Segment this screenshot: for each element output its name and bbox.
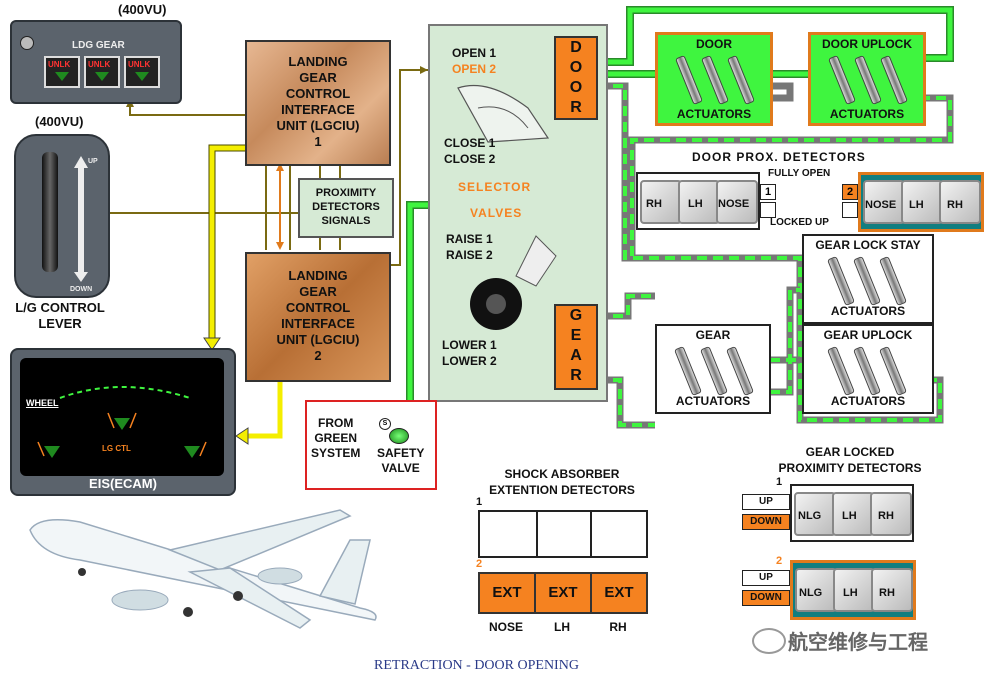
leg-nose-label: NOSE: [488, 620, 523, 634]
gear-lock-stay-sub: ACTUATORS: [830, 304, 906, 318]
lgciu-2-label: LANDING GEAR CONTROL INTERFACE UNIT (LGC…: [276, 268, 360, 363]
valves-title: VALVES: [470, 206, 523, 220]
up-label-2: UP: [742, 570, 790, 586]
gear-uplock-sub: ACTUATORS: [830, 394, 906, 408]
safety-valve-icon: [389, 428, 409, 444]
gear-valve-illustration: [470, 235, 557, 330]
shock-set-1: [478, 510, 648, 558]
up-label-1: UP: [742, 494, 790, 510]
gear-locked-num-2: 2: [776, 555, 783, 567]
door-prox-set-1: RH LH NOSE: [636, 172, 760, 230]
gear-uplock-title: GEAR UPLOCK: [823, 328, 913, 342]
lower-1-label: LOWER 1: [442, 338, 497, 352]
shock-absorber-title: SHOCK ABSORBER EXTENTION DETECTORS: [489, 467, 635, 497]
door-uplock-actuators-box: DOOR UPLOCK ACTUATORS: [808, 32, 926, 126]
gear-uplock-actuators-box: GEAR UPLOCK ACTUATORS: [802, 324, 934, 414]
lg-lever-caption: L/G CONTROL LEVER: [15, 300, 105, 331]
lever-track-up-arrow-icon: [74, 156, 88, 168]
gear-down-triangle-icon: [135, 72, 149, 81]
gear-locked-set-2: NLG LH RH: [790, 560, 916, 620]
door-prox-check-1: [760, 202, 776, 218]
open-1-label: OPEN 1: [452, 46, 497, 60]
gear-actuators-title: GEAR: [695, 328, 731, 342]
unlk-indicator-2: UNLK: [84, 56, 120, 88]
screw-icon: [20, 36, 34, 50]
lever-track-down-arrow-icon: [74, 272, 88, 282]
ext-lh: EXT: [534, 572, 592, 614]
ldg-gear-title: LDG GEAR: [72, 40, 125, 51]
locked-up-label: LOCKED UP: [770, 217, 829, 228]
raise-2-label: RAISE 2: [446, 248, 493, 262]
door-selector-box: D O O R: [554, 36, 598, 120]
down-label-1: DOWN: [742, 514, 790, 530]
unlk-indicator-3: UNLK: [124, 56, 160, 88]
diagram-caption: RETRACTION - DOOR OPENING: [374, 658, 579, 673]
door-uplock-sub: ACTUATORS: [829, 107, 905, 121]
proximity-signals-box: PROXIMITY DETECTORS SIGNALS: [298, 178, 394, 238]
gear-lock-stay-box: GEAR LOCK STAY ACTUATORS: [802, 234, 934, 324]
gear-actuators-sub: ACTUATORS: [675, 394, 751, 408]
gear-actuators-box: GEAR ACTUATORS: [655, 324, 771, 414]
gear-lock-stay-title: GEAR LOCK STAY: [815, 238, 921, 252]
door-uplock-title: DOOR UPLOCK: [822, 37, 912, 51]
door-actuators-title: DOOR: [696, 37, 732, 51]
gear-down-triangle-icon: [95, 72, 109, 81]
aircraft-illustration: [29, 509, 377, 629]
gear-locked-title: GEAR LOCKED PROXIMITY DETECTORS: [778, 445, 922, 475]
shock-num-1: 1: [476, 496, 483, 508]
from-green-system-label: FROM GREEN SYSTEM: [311, 416, 361, 460]
safety-valve-label: SAFETY VALVE: [377, 446, 425, 475]
leg-lh-label: LH: [554, 620, 570, 634]
lgciu-1: LANDING GEAR CONTROL INTERFACE UNIT (LGC…: [245, 40, 391, 166]
close-1-label: CLOSE 1: [444, 136, 496, 150]
lgciu-1-label: LANDING GEAR CONTROL INTERFACE UNIT (LGC…: [276, 54, 360, 149]
ext-rh: EXT: [590, 572, 648, 614]
raise-1-label: RAISE 1: [446, 232, 493, 246]
panel-tag-lever: (400VU): [35, 114, 84, 129]
gear-down-triangle-icon: [55, 72, 69, 81]
door-prox-num-1: 1: [760, 184, 776, 200]
open-2-label: OPEN 2: [452, 62, 497, 76]
selector-title: SELECTOR: [458, 180, 532, 194]
door-prox-title: DOOR PROX. DETECTORS: [692, 150, 866, 164]
door-prox-check-2: [842, 202, 858, 218]
ext-nose: EXT: [478, 572, 536, 614]
green-system-box: FROM GREEN SYSTEM S SAFETY VALVE: [305, 400, 437, 490]
lever-handle[interactable]: [42, 152, 58, 272]
door-prox-num-2: 2: [842, 184, 858, 200]
ecam-arc: [37, 386, 207, 458]
lower-2-label: LOWER 2: [442, 354, 497, 368]
fully-open-label: FULLY OPEN: [768, 168, 831, 179]
door-actuators-box: DOOR ACTUATORS: [655, 32, 773, 126]
lever-track: [78, 168, 84, 274]
ecam-screen: WHEEL LG CTL: [20, 358, 224, 476]
down-label-2: DOWN: [742, 590, 790, 606]
door-valve-illustration: [457, 84, 550, 143]
gear-selector-box: G E A R: [554, 304, 598, 390]
lg-lever-panel: UP DOWN: [14, 134, 110, 298]
close-2-label: CLOSE 2: [444, 152, 496, 166]
ecam-lgctl-label: LG CTL: [102, 444, 131, 453]
solenoid-icon: S: [379, 418, 391, 430]
lever-up-label: UP: [88, 158, 98, 165]
ldg-gear-panel: LDG GEAR UNLK UNLK UNLK: [10, 20, 182, 104]
wechat-icon: [752, 628, 786, 654]
ecam-display: WHEEL LG CTL EIS(ECAM): [10, 348, 236, 496]
gear-locked-set-1: NLG LH RH: [790, 484, 914, 542]
lever-down-label: DOWN: [70, 286, 93, 293]
proximity-signals-label: PROXIMITY DETECTORS SIGNALS: [312, 187, 380, 227]
lgciu-2: LANDING GEAR CONTROL INTERFACE UNIT (LGC…: [245, 252, 391, 382]
unlk-indicator-1: UNLK: [44, 56, 80, 88]
door-actuators-sub: ACTUATORS: [676, 107, 752, 121]
ecam-wheel-label: WHEEL: [26, 398, 59, 408]
gear-locked-num-1: 1: [776, 476, 783, 488]
leg-rh-label: RH: [609, 620, 627, 634]
shock-num-2: 2: [476, 558, 483, 570]
ecam-caption: EIS(ECAM): [89, 476, 157, 491]
door-prox-set-2: NOSE LH RH: [858, 172, 984, 232]
panel-tag-top: (400VU): [118, 2, 167, 17]
watermark-text: 航空维修与工程: [788, 630, 928, 654]
